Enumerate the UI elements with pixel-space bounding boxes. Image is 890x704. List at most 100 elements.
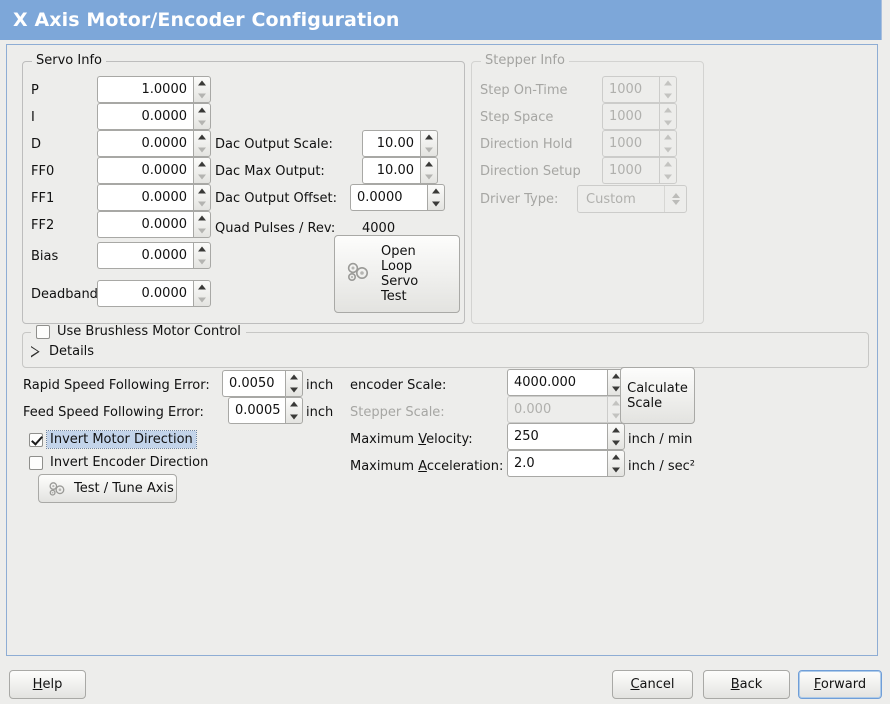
maximum-acceleration-buttons[interactable]: [607, 450, 625, 477]
spin-up-icon[interactable]: [194, 243, 210, 256]
chevron-right-icon[interactable]: [31, 346, 40, 358]
servo-spin-ff0-buttons[interactable]: [193, 157, 211, 184]
dac-output-offset-spin[interactable]: 0.0000: [350, 184, 445, 211]
spin-down-icon[interactable]: [194, 256, 210, 269]
servo-spin-ff1-buttons[interactable]: [193, 184, 211, 211]
invert-motor-direction-checkbox[interactable]: Invert Motor Direction: [29, 430, 197, 449]
direction-hold-spin: 1000: [602, 130, 677, 157]
details-expander[interactable]: Details: [31, 344, 94, 359]
maximum-velocity-value[interactable]: 250: [507, 423, 607, 450]
spin-up-icon[interactable]: [194, 212, 210, 225]
servo-spin-d[interactable]: 0.0000: [97, 130, 211, 157]
dac-output-scale-value[interactable]: 10.00: [362, 130, 420, 157]
spin-down-icon[interactable]: [194, 171, 210, 184]
servo-value-ff2[interactable]: 0.0000: [97, 211, 193, 238]
calculate-scale-button[interactable]: Calculate Scale: [620, 367, 695, 424]
invert-encoder-direction-checkbox[interactable]: Invert Encoder Direction: [29, 455, 208, 470]
test-tune-axis-button[interactable]: Test / Tune Axis: [38, 474, 177, 503]
spin-up-icon[interactable]: [194, 77, 210, 90]
spin-down-icon[interactable]: [428, 198, 444, 211]
feed-speed-following-error-spin[interactable]: 0.0005: [228, 397, 303, 424]
maximum-velocity-spin[interactable]: 250: [507, 423, 625, 450]
spin-down-icon[interactable]: [421, 171, 437, 184]
dac-output-scale-spin[interactable]: 10.00: [362, 130, 438, 157]
spin-up-icon[interactable]: [194, 131, 210, 144]
rapid-speed-following-error-spin[interactable]: 0.0050: [222, 370, 303, 397]
encoder-scale-spin[interactable]: 4000.000: [507, 369, 625, 396]
help-button[interactable]: Help: [9, 670, 86, 699]
servo-spin-deadband[interactable]: 0.0000: [97, 280, 211, 307]
cancel-button[interactable]: Cancel: [612, 670, 693, 699]
maximum-acceleration-value[interactable]: 2.0: [507, 450, 607, 477]
stepper-scale-label: Stepper Scale:: [350, 405, 445, 420]
open-loop-servo-test-button[interactable]: Open Loop Servo Test: [334, 235, 460, 313]
servo-value-ff1[interactable]: 0.0000: [97, 184, 193, 211]
rapid-spin-buttons[interactable]: [285, 370, 303, 397]
spin-down-icon[interactable]: [194, 144, 210, 157]
spin-up-icon[interactable]: [608, 424, 624, 437]
feed-speed-unit: inch: [306, 405, 334, 420]
spin-up-icon[interactable]: [194, 158, 210, 171]
rapid-speed-following-error-value[interactable]: 0.0050: [222, 370, 285, 397]
spin-down-icon[interactable]: [194, 225, 210, 238]
servo-spin-p[interactable]: 1.0000: [97, 76, 211, 103]
checkbox-box[interactable]: [29, 455, 43, 470]
dac-max-output-buttons[interactable]: [420, 157, 438, 184]
dac-output-offset-buttons[interactable]: [427, 184, 445, 211]
servo-value-bias[interactable]: 0.0000: [97, 242, 193, 269]
servo-spin-deadband-buttons[interactable]: [193, 280, 211, 307]
spin-up-icon[interactable]: [421, 158, 437, 171]
servo-value-p[interactable]: 1.0000: [97, 76, 193, 103]
servo-spin-i[interactable]: 0.0000: [97, 103, 211, 130]
spin-up-icon[interactable]: [286, 398, 302, 411]
servo-value-ff0[interactable]: 0.0000: [97, 157, 193, 184]
spin-down-icon[interactable]: [286, 411, 302, 424]
servo-spin-d-buttons[interactable]: [193, 130, 211, 157]
spin-down-icon[interactable]: [608, 437, 624, 450]
servo-spin-i-buttons[interactable]: [193, 103, 211, 130]
spin-down-icon[interactable]: [194, 117, 210, 130]
spin-up-icon[interactable]: [194, 281, 210, 294]
dac-output-scale-buttons[interactable]: [420, 130, 438, 157]
spin-up-icon[interactable]: [421, 131, 437, 144]
spin-down-icon[interactable]: [608, 464, 624, 477]
servo-value-deadband[interactable]: 0.0000: [97, 280, 193, 307]
servo-spin-p-buttons[interactable]: [193, 76, 211, 103]
feed-spin-buttons[interactable]: [285, 397, 303, 424]
spin-down-icon[interactable]: [194, 198, 210, 211]
servo-spin-ff0[interactable]: 0.0000: [97, 157, 211, 184]
servo-value-d[interactable]: 0.0000: [97, 130, 193, 157]
dac-max-output-value[interactable]: 10.00: [362, 157, 420, 184]
spin-down-icon[interactable]: [194, 90, 210, 103]
checkbox-box[interactable]: [36, 324, 50, 339]
spin-up-icon[interactable]: [194, 104, 210, 117]
checkbox-box[interactable]: [29, 432, 43, 447]
back-button[interactable]: Back: [703, 670, 790, 699]
encoder-scale-value[interactable]: 4000.000: [507, 369, 607, 396]
servo-spin-ff2[interactable]: 0.0000: [97, 211, 211, 238]
spin-up-icon[interactable]: [428, 185, 444, 198]
dac-output-offset-value[interactable]: 0.0000: [350, 184, 427, 211]
servo-spin-ff2-buttons[interactable]: [193, 211, 211, 238]
spin-up-icon[interactable]: [608, 451, 624, 464]
combo-arrows-icon: [664, 186, 686, 212]
servo-spin-bias-buttons[interactable]: [193, 242, 211, 269]
maximum-acceleration-spin[interactable]: 2.0: [507, 450, 625, 477]
forward-mnemonic: F: [813, 677, 821, 692]
use-brushless-motor-control-checkbox[interactable]: Use Brushless Motor Control: [31, 324, 246, 339]
encoder-scale-label: encoder Scale:: [350, 378, 447, 393]
forward-button[interactable]: Forward: [798, 670, 882, 699]
spin-up-icon[interactable]: [194, 185, 210, 198]
direction-setup-buttons: [659, 157, 677, 184]
maximum-acceleration-label: Maximum Acceleration:: [350, 459, 503, 475]
servo-spin-ff1[interactable]: 0.0000: [97, 184, 211, 211]
servo-spin-bias[interactable]: 0.0000: [97, 242, 211, 269]
spin-up-icon[interactable]: [286, 371, 302, 384]
dac-max-output-spin[interactable]: 10.00: [362, 157, 438, 184]
spin-down-icon[interactable]: [286, 384, 302, 397]
feed-speed-following-error-value[interactable]: 0.0005: [228, 397, 285, 424]
spin-down-icon[interactable]: [194, 294, 210, 307]
spin-down-icon[interactable]: [421, 144, 437, 157]
maximum-velocity-buttons[interactable]: [607, 423, 625, 450]
servo-value-i[interactable]: 0.0000: [97, 103, 193, 130]
